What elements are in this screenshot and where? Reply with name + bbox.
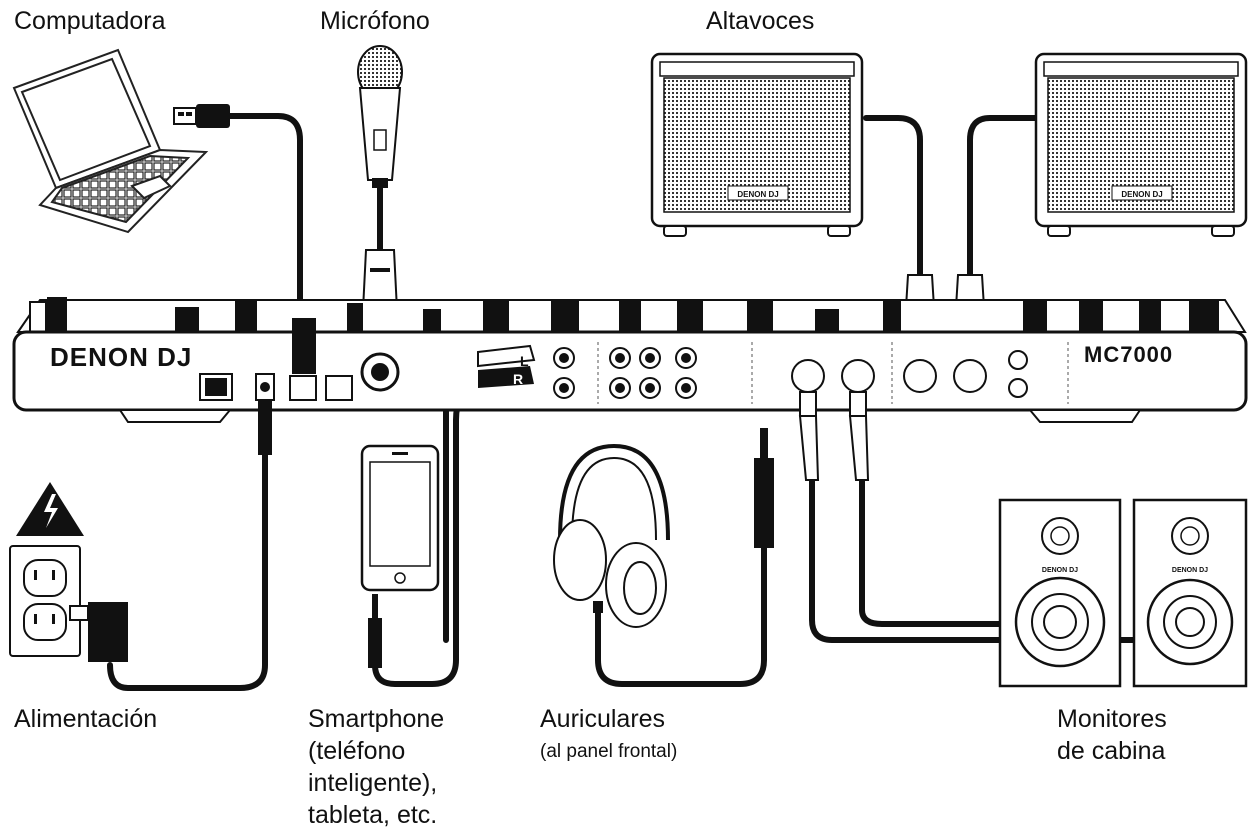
headphone-plug-icon bbox=[754, 428, 774, 548]
speaker-left-brand: DENON DJ bbox=[737, 190, 778, 199]
label-smartphone-4: tableta, etc. bbox=[308, 801, 438, 829]
booth-cable-right bbox=[859, 477, 1003, 627]
booth-plugs-icon bbox=[798, 391, 870, 481]
speaker-cable-right bbox=[967, 115, 1039, 278]
laptop-icon bbox=[12, 48, 209, 234]
label-computer: Computadora bbox=[14, 7, 166, 35]
wall-outlet-icon bbox=[9, 545, 81, 657]
usb-port-2-icon bbox=[325, 375, 353, 401]
phone-jack-plug-icon bbox=[368, 594, 382, 668]
power-plug-icon bbox=[258, 400, 272, 455]
label-speakers: Altavoces bbox=[706, 7, 815, 35]
usb-plug-inserted-icon bbox=[292, 318, 316, 374]
power-adapter-icon bbox=[69, 602, 128, 662]
smartphone-icon bbox=[360, 444, 440, 592]
monitor-right-icon: DENON DJ bbox=[1132, 498, 1248, 688]
rca-label-l: L bbox=[520, 353, 529, 369]
monitor-left-brand: DENON DJ bbox=[1042, 567, 1078, 574]
rca-label-r: R bbox=[513, 371, 523, 387]
speaker-left-icon: DENON DJ bbox=[650, 52, 864, 237]
monitor-right-brand: DENON DJ bbox=[1172, 567, 1208, 574]
microphone-icon bbox=[357, 45, 403, 188]
label-monitors-2: de cabina bbox=[1057, 737, 1166, 765]
power-cable bbox=[107, 452, 268, 691]
usb-cable bbox=[225, 113, 303, 321]
booth-cable-left bbox=[809, 477, 1003, 643]
rca-plugs-icon: L R bbox=[477, 344, 536, 388]
label-microphone: Micrófono bbox=[320, 7, 430, 35]
headphones-icon bbox=[553, 443, 670, 628]
controller-body: DENON DJ MC7000 bbox=[12, 297, 1248, 481]
rca-inputs-icon bbox=[553, 347, 697, 399]
label-headphones: Auriculares bbox=[540, 705, 666, 733]
speaker-cable-left bbox=[863, 115, 923, 278]
speaker-right-brand: DENON DJ bbox=[1121, 190, 1162, 199]
headphone-cable bbox=[595, 545, 767, 687]
speaker-right-icon: DENON DJ bbox=[1034, 52, 1248, 237]
usb-port-1-icon bbox=[289, 375, 317, 401]
usb-plug-icon bbox=[173, 104, 230, 128]
label-power: Alimentación bbox=[14, 705, 158, 733]
label-smartphone-2: (teléfono bbox=[308, 737, 406, 765]
label-smartphone-3: inteligente), bbox=[308, 769, 438, 797]
warning-icon bbox=[16, 482, 84, 536]
monitor-left-icon: DENON DJ bbox=[998, 498, 1122, 688]
controller-model: MC7000 bbox=[1084, 342, 1173, 367]
label-smartphone-1: Smartphone bbox=[308, 705, 445, 733]
label-headphones-note: (al panel frontal) bbox=[540, 741, 678, 762]
booth-outputs-icon bbox=[791, 350, 1028, 398]
controller-brand: DENON DJ bbox=[50, 342, 192, 372]
label-monitors-1: Monitores bbox=[1057, 705, 1167, 733]
